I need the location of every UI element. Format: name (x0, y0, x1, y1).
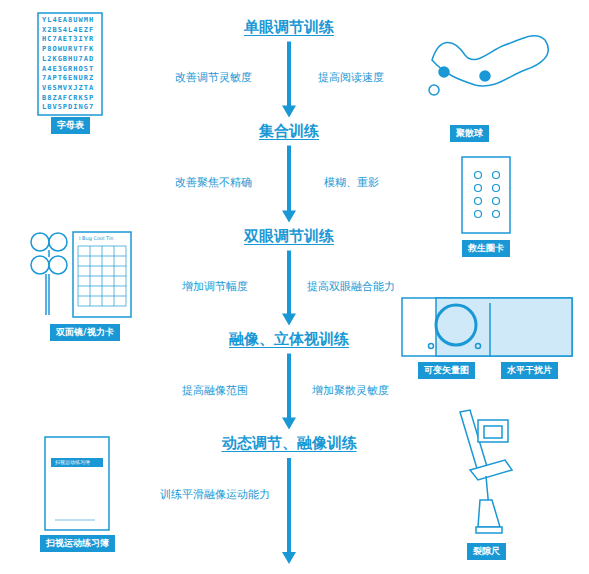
caption-text: 水平干扰片 (507, 365, 552, 375)
caption-text: 救生圈卡 (468, 243, 504, 253)
caption-text: 扫视运动练习簿 (46, 538, 109, 548)
flow-arrow (282, 146, 296, 223)
tool-caption: 双面镜/视力卡 (50, 324, 119, 341)
chart-letters: HC7AET3IYR (42, 35, 94, 43)
effect-note: 训练平滑融像运动能力 (160, 487, 270, 502)
caption-text: 双面镜/视力卡 (56, 327, 113, 337)
tool-caption: 字母表 (51, 117, 90, 134)
arrow-head (282, 552, 296, 564)
stage-heading: 集合训练 (256, 121, 322, 142)
stage-title: 双眼调节训练 (244, 227, 334, 245)
bead (439, 67, 449, 77)
print-text: 扫视运动练习簿 (55, 459, 90, 465)
caption-text: 聚散球 (456, 128, 483, 138)
stage-title: 集合训练 (259, 122, 319, 140)
tool-caption: 裂隙尺 (467, 543, 506, 560)
lifesaver-card (462, 157, 510, 233)
effect-note: 模糊、重影 (324, 175, 379, 190)
bead (429, 85, 439, 95)
effect-note: 提高阅读速度 (318, 70, 384, 85)
caption-text: 裂隙尺 (473, 546, 500, 556)
tool-caption: 可变矢量图 (418, 362, 475, 379)
flow-arrow (287, 458, 291, 552)
effect-note: 增加调节幅度 (182, 279, 248, 294)
chart-letters: L2KGBHU7AD (42, 55, 94, 63)
acuity-card (73, 232, 131, 317)
caption-text: 字母表 (57, 120, 84, 130)
stage-title: 融像、立体视训练 (229, 330, 349, 348)
flow-arrow (282, 42, 296, 118)
chart-letters: P8OWURVTFK (42, 45, 94, 53)
stage-heading: 双眼调节训练 (241, 226, 337, 247)
stage-title: 动态调节、融像训练 (222, 434, 357, 452)
chart-letters: B8ZAFCRKSP (42, 94, 94, 102)
chart-letters: X2BS4L4EZF (42, 26, 94, 34)
tool-caption: 水平干扰片 (501, 362, 558, 379)
tool-caption: 救生圈卡 (462, 240, 510, 257)
print-text: I Bug Cool Tin (79, 235, 113, 241)
chart-letters: 7APT6ENURZ (42, 74, 94, 82)
effect-note: 提高双眼融合能力 (307, 279, 395, 294)
letter-chart (38, 13, 102, 115)
flow-arrow (282, 251, 296, 326)
stage-title: 单眼调节训练 (244, 18, 334, 36)
flow-arrow (282, 354, 296, 430)
effect-note: 增加聚散灵敏度 (312, 383, 389, 398)
chart-letters: A4E3GRHO5T (42, 65, 94, 73)
chart-letters: V6SMVXJZTA (42, 84, 94, 92)
chart-letters: LBV5PDING7 (42, 103, 94, 111)
effect-note: 改善调节灵敏度 (175, 70, 252, 85)
stage-heading: 单眼调节训练 (241, 17, 337, 38)
bead-string (432, 36, 548, 86)
effect-note: 提高融像范围 (182, 383, 248, 398)
vector-panel (402, 298, 572, 356)
stage-heading: 动态调节、融像训练 (219, 433, 360, 454)
tool-caption: 扫视运动练习簿 (40, 535, 115, 552)
chart-letters: YL4EA8UWMH (42, 16, 94, 24)
bead (480, 71, 490, 81)
filter-panel (436, 298, 572, 356)
stage-heading: 融像、立体视训练 (226, 329, 352, 350)
caption-text: 可变矢量图 (424, 365, 469, 375)
workbook (45, 437, 109, 530)
tool-caption: 聚散球 (450, 125, 489, 142)
effect-note: 改善聚焦不精确 (175, 175, 252, 190)
